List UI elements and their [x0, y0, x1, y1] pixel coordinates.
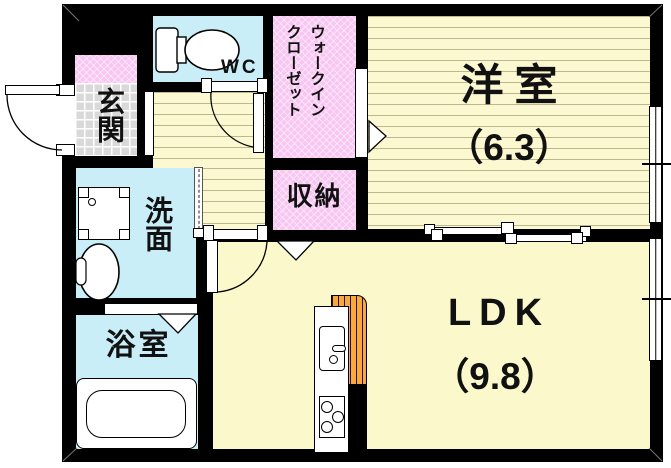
- washroom-sliding-door: [194, 167, 203, 231]
- genkan-cabinet: [75, 55, 137, 83]
- walkin-closet-label: ウォークイン クローゼット: [280, 24, 328, 154]
- bathtub-inner: [86, 390, 186, 438]
- entrance-door-arc: [6, 94, 63, 151]
- washroom-label: 洗面: [142, 196, 173, 252]
- wic-door-bar: [355, 68, 368, 158]
- genkan-label: 玄関: [94, 87, 125, 143]
- sliding-door-handle: [580, 226, 591, 237]
- genkan-hall-door-leaf: [144, 91, 154, 156]
- wc-label: WC: [221, 57, 259, 78]
- walkin-closet-label-line1: ウォークイン: [308, 24, 325, 117]
- storage-label: 収納: [286, 181, 343, 211]
- hallway-lower: [203, 168, 265, 230]
- western-room-label: 洋室: [460, 62, 569, 110]
- sliding-door-handle: [571, 232, 583, 244]
- wc-door-post-right: [257, 78, 268, 93]
- sliding-door-dash: [198, 169, 199, 229]
- wc-door-sill: [210, 81, 258, 92]
- sliding-door-handle: [431, 229, 443, 241]
- stove-burner: [332, 411, 344, 423]
- hall-ldk-door-leaf: [206, 240, 218, 293]
- kitchen-faucet: [332, 345, 346, 352]
- ldk-room: [213, 242, 650, 449]
- pan-corner-tab: [78, 187, 89, 198]
- entrance-door-post-bottom: [56, 144, 75, 156]
- pan-corner-tab: [78, 229, 89, 240]
- kitchen-faucet-knob: [329, 355, 338, 364]
- genkan-tile-floor: [75, 83, 137, 156]
- wc-door-post-left: [201, 78, 212, 93]
- kitchen-wall-strip: [349, 384, 367, 450]
- bathroom-door-bar: [104, 303, 198, 315]
- washroom-door-post: [193, 228, 204, 238]
- pan-corner-tab: [119, 229, 130, 240]
- entrance-door-leaf: [5, 85, 60, 95]
- stove-burner: [321, 421, 333, 433]
- walkin-closet-room: [273, 16, 356, 158]
- wc-door-leaf: [253, 93, 264, 153]
- western-room-size: （6.3）: [446, 127, 572, 168]
- window-tick: [642, 163, 671, 165]
- bathroom-label: 浴室: [105, 329, 172, 362]
- walkin-closet-label-line2: クローゼット: [284, 24, 301, 117]
- ldk-label: LDK: [447, 292, 551, 334]
- sliding-door-handle: [505, 233, 517, 244]
- entrance-opening: [61, 95, 76, 146]
- western-room: [368, 16, 650, 229]
- hall-ldk-door-sill: [212, 229, 258, 240]
- pan-corner-tab: [119, 187, 130, 198]
- window-tick: [642, 298, 671, 300]
- hall-ldk-door-post-left: [203, 225, 214, 241]
- stove-burner: [321, 401, 333, 413]
- pan-drain: [88, 198, 96, 206]
- ldk-size: （9.8）: [432, 356, 558, 397]
- storage-room: [273, 170, 356, 230]
- hall-ldk-door-post-right: [257, 225, 268, 241]
- hallway-upper: [153, 92, 265, 168]
